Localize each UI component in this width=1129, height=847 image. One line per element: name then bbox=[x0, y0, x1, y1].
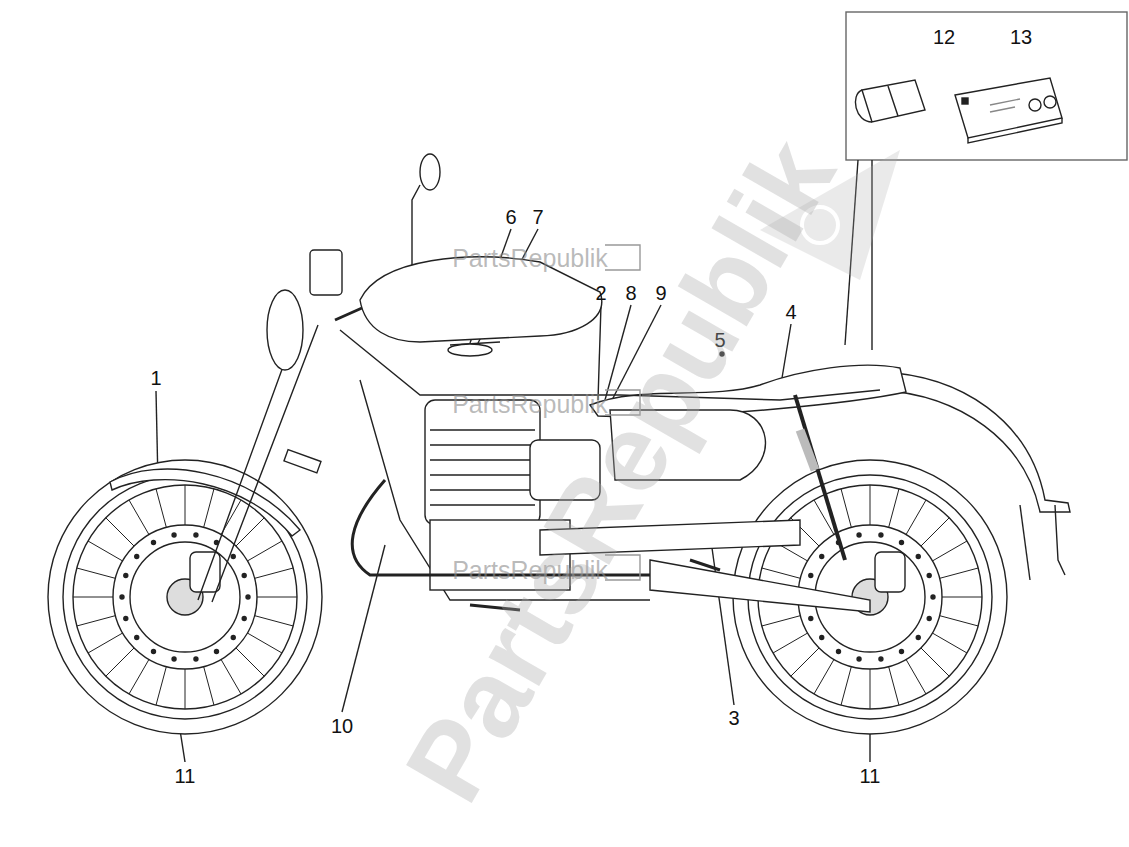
callout-number: 11 bbox=[175, 766, 196, 786]
wheel-part bbox=[152, 540, 156, 544]
wheel-part bbox=[879, 533, 883, 537]
callout-number: 11 bbox=[860, 766, 881, 786]
watermark: PartsRepublik bbox=[452, 392, 608, 417]
wheel-part bbox=[246, 595, 250, 599]
wheel-part bbox=[190, 552, 220, 592]
wheel-part bbox=[242, 573, 246, 577]
wheel-part bbox=[113, 525, 257, 669]
wheel-part bbox=[194, 533, 198, 537]
wheel-part bbox=[231, 555, 235, 559]
wheel-part bbox=[927, 617, 931, 621]
wheel-part bbox=[900, 650, 904, 654]
wheel-part bbox=[194, 657, 198, 661]
watermark: PartsRepublik bbox=[452, 246, 608, 271]
wheel-part bbox=[135, 635, 139, 639]
wheel-part bbox=[172, 657, 176, 661]
wheel-part bbox=[231, 635, 235, 639]
callout-number: 13 bbox=[1010, 27, 1032, 47]
wheel-part bbox=[124, 617, 128, 621]
callout-number: 3 bbox=[728, 708, 739, 728]
wheel-part bbox=[809, 573, 813, 577]
wheel-part bbox=[900, 540, 904, 544]
wheel-part bbox=[837, 650, 841, 654]
wheel-part bbox=[242, 617, 246, 621]
callout-number: 7 bbox=[532, 207, 543, 227]
wheel-part bbox=[927, 573, 931, 577]
wheel-part bbox=[152, 650, 156, 654]
wheel-part bbox=[124, 573, 128, 577]
wheel-part bbox=[48, 460, 322, 734]
wheel-part bbox=[73, 485, 297, 709]
callout-number: 4 bbox=[785, 302, 796, 322]
callout-number: 12 bbox=[933, 27, 955, 47]
callout-number: 1 bbox=[150, 368, 161, 388]
manual-icon bbox=[955, 78, 1062, 143]
wheel-part bbox=[857, 657, 861, 661]
wheel-part bbox=[857, 533, 861, 537]
wheel-part bbox=[875, 552, 905, 592]
wheel-part bbox=[809, 617, 813, 621]
wheel-part bbox=[130, 542, 240, 652]
wheel-part bbox=[916, 635, 920, 639]
wheel-part bbox=[120, 595, 124, 599]
callout-number: 6 bbox=[505, 207, 516, 227]
callout-number: 8 bbox=[625, 283, 636, 303]
wheel-part bbox=[215, 650, 219, 654]
wheel-part bbox=[879, 657, 883, 661]
wheel-part bbox=[135, 555, 139, 559]
wheel-part bbox=[916, 555, 920, 559]
callout-number: 10 bbox=[331, 716, 353, 736]
wheel-part bbox=[820, 555, 824, 559]
tool-roll-icon bbox=[855, 80, 925, 122]
wheel-part bbox=[820, 635, 824, 639]
wheel-part bbox=[172, 533, 176, 537]
callout-number: 2 bbox=[595, 283, 606, 303]
wheel-part bbox=[931, 595, 935, 599]
